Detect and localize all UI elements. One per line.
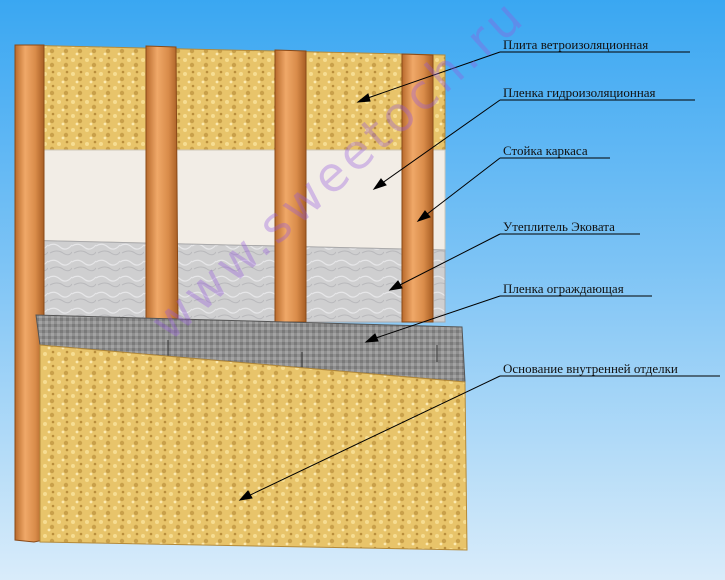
- label-wind-board: Плита ветроизоляционная: [503, 37, 649, 52]
- label-frame-stud: Стойка каркаса: [503, 143, 588, 158]
- label-insulation: Утеплитель Эковата: [503, 219, 615, 234]
- stud-3: [274, 49, 307, 323]
- label-waterproof-film: Пленка гидроизоляционная: [503, 85, 656, 100]
- frame-studs: [14, 44, 434, 543]
- leader-lines: [238, 51, 720, 501]
- stud-1: [14, 44, 45, 543]
- label-interior-base: Основание внутренней отделки: [503, 361, 678, 376]
- stud-4: [401, 53, 434, 323]
- label-enclosing-film: Пленка ограждающая: [503, 281, 624, 296]
- interior-base-layer: [39, 344, 468, 551]
